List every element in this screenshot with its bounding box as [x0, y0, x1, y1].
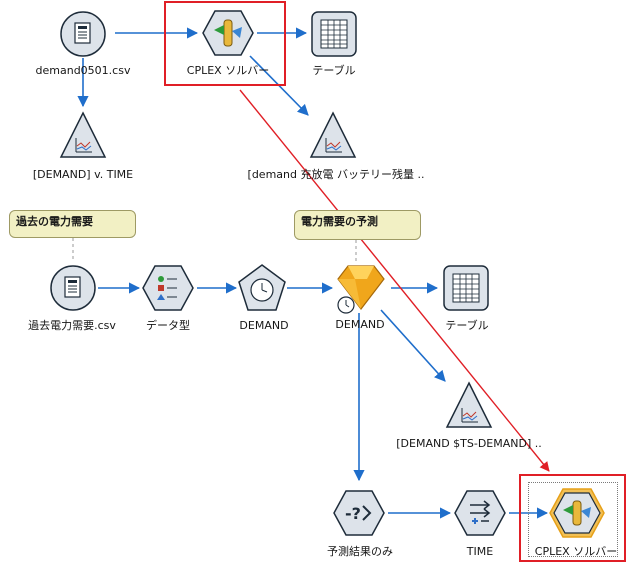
- cplex-node-top[interactable]: [202, 10, 254, 56]
- file-source-icon: [50, 265, 96, 311]
- comment-text: 電力需要の予測: [301, 215, 378, 228]
- timeplot-graph-icon: [309, 111, 357, 158]
- type-node[interactable]: [142, 265, 194, 311]
- highlight-cplex-bottom: [519, 474, 626, 562]
- node-label: データ型: [146, 319, 190, 332]
- type-field-ops-icon: [142, 265, 194, 311]
- table-node-top[interactable]: [311, 11, 357, 57]
- model-nugget-icon: [337, 265, 385, 314]
- select-record-icon: -?: [333, 490, 385, 536]
- node-label: 予測結果のみ: [327, 545, 393, 558]
- time-intervals-icon: [238, 264, 286, 311]
- select-node[interactable]: -?: [333, 490, 385, 536]
- cplex-node-bottom[interactable]: [549, 488, 605, 538]
- node-label: [DEMAND $TS-DEMAND] ..: [396, 437, 542, 450]
- node-label: DEMAND: [335, 318, 385, 331]
- table-output-icon: [311, 11, 357, 57]
- cplex-solver-icon: [202, 10, 254, 56]
- node-label: demand0501.csv: [35, 64, 131, 77]
- filter-field-icon: [454, 490, 506, 536]
- model-nugget-node[interactable]: [337, 265, 385, 314]
- node-label: TIME: [466, 545, 494, 558]
- plot-node-demand-time[interactable]: [59, 111, 107, 158]
- highlight-cplex-top: [164, 1, 286, 86]
- annotation-red-arrow: [239, 89, 550, 472]
- comment-text: 過去の電力需要: [16, 215, 93, 228]
- table-node-mid[interactable]: [443, 265, 489, 311]
- node-label: 過去電力需要.csv: [28, 319, 116, 332]
- cplex-solver-icon: [549, 488, 605, 538]
- node-label: テーブル: [445, 319, 489, 332]
- timeplot-graph-icon: [59, 111, 107, 158]
- node-label: DEMAND: [239, 319, 289, 332]
- file-source-icon: [60, 11, 106, 57]
- node-label: [demand 充放電 バッテリー残量 ..: [247, 168, 425, 181]
- timeplot-graph-icon: [445, 381, 493, 428]
- time-intervals-node[interactable]: [238, 264, 286, 311]
- node-label: テーブル: [312, 64, 356, 77]
- node-label: [DEMAND] v. TIME: [32, 168, 134, 181]
- plot-node-ts[interactable]: [445, 381, 493, 428]
- comment-past-demand[interactable]: 過去の電力需要: [9, 210, 136, 238]
- svg-text:-?: -?: [345, 504, 361, 523]
- plot-node-battery[interactable]: [309, 111, 357, 158]
- link-model-plot3: [380, 309, 446, 382]
- node-label: CPLEX ソルバー: [186, 64, 270, 77]
- source-node-kako[interactable]: [50, 265, 96, 311]
- node-label: CPLEX ソルバー: [534, 545, 618, 558]
- filter-node-time[interactable]: [454, 490, 506, 536]
- source-node-demand0501[interactable]: [60, 11, 106, 57]
- comment-forecast[interactable]: 電力需要の予測: [294, 210, 421, 240]
- table-output-icon: [443, 265, 489, 311]
- selection-box: [528, 482, 618, 557]
